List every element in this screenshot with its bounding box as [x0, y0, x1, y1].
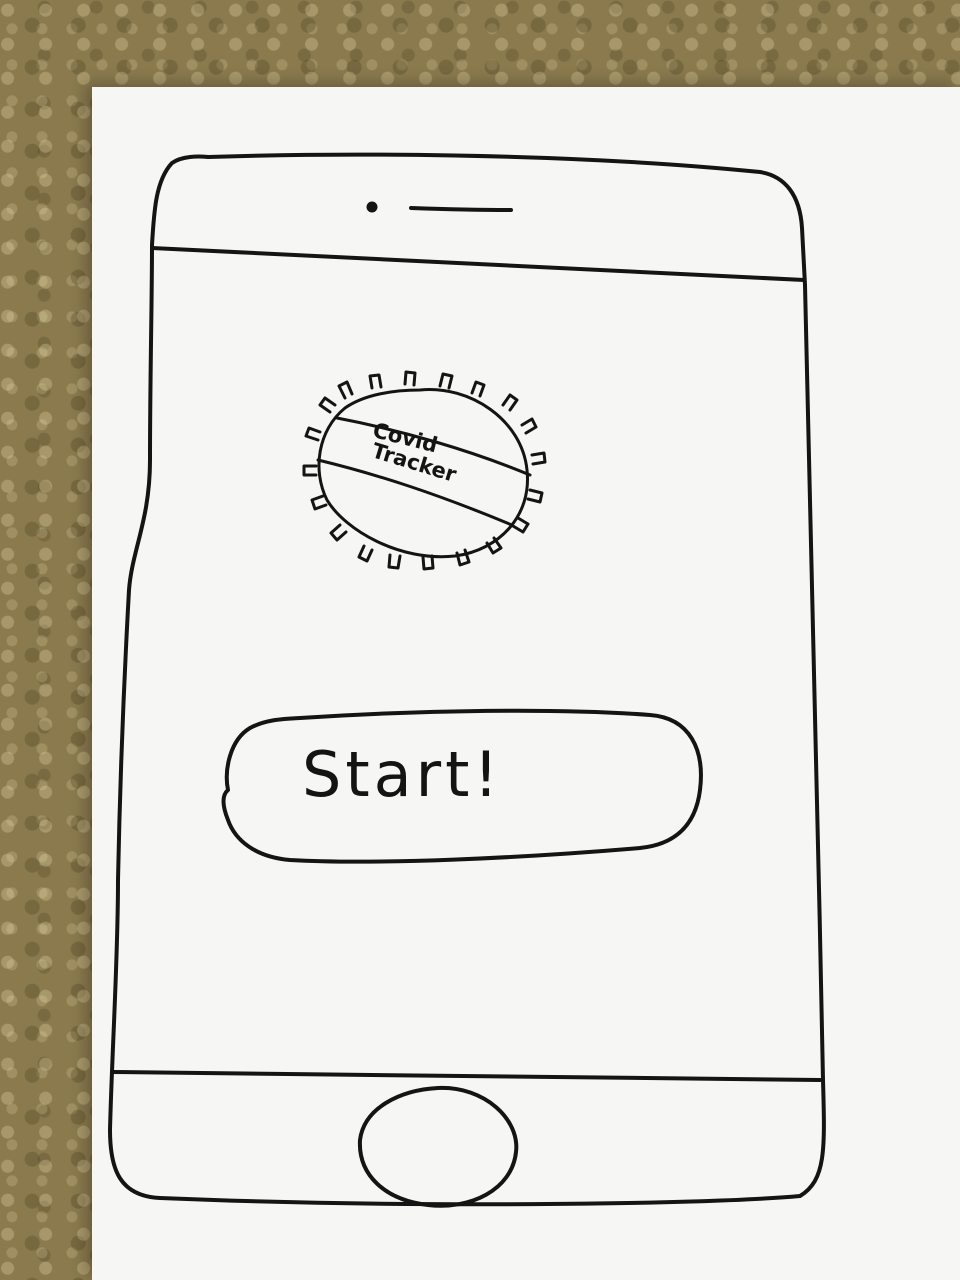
home-button-icon[interactable] — [357, 1085, 519, 1208]
start-button[interactable]: Start! — [221, 708, 703, 864]
top-bezel-line — [150, 246, 806, 282]
phone-outline — [108, 152, 826, 1207]
speaker-slot-icon — [409, 206, 513, 212]
camera-dot-icon — [366, 201, 378, 213]
bottom-bezel-line — [111, 1070, 822, 1082]
start-button-label: Start! — [302, 738, 502, 811]
start-button-outline — [221, 708, 703, 864]
virus-logo-icon: Covid Tracker — [302, 370, 547, 571]
